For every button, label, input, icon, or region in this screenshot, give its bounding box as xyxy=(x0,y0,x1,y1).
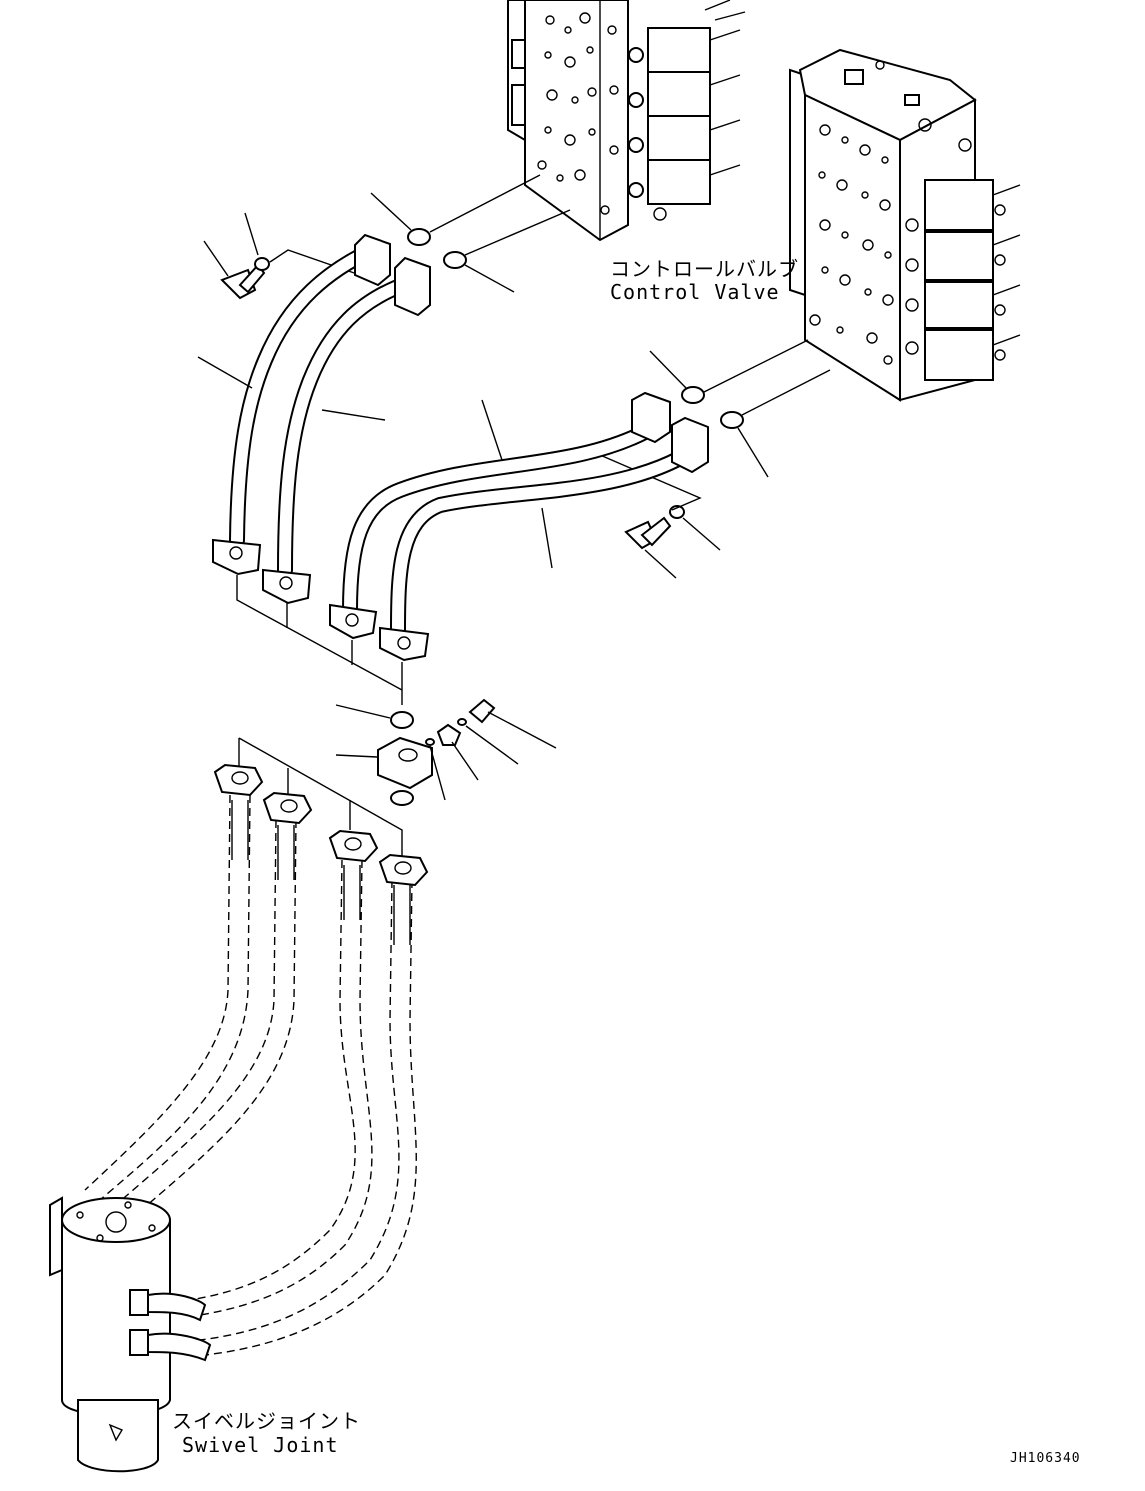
bolt-lower xyxy=(624,516,677,579)
flange-tube-right-top-2 xyxy=(671,416,709,474)
tube-left-2 xyxy=(277,275,416,578)
hose-1 xyxy=(84,794,251,1201)
plug-fitting xyxy=(436,723,479,781)
small-o-ring xyxy=(425,738,446,801)
control-valve-label-en: Control Valve xyxy=(610,280,780,304)
flange-tube-right-top-1 xyxy=(631,391,671,444)
swivel-joint-label-en: Swivel Joint xyxy=(182,1433,339,1457)
hose-4 xyxy=(199,879,417,1356)
flange-tube-left-top-1 xyxy=(354,233,391,287)
tube-right-2 xyxy=(390,450,688,638)
o-ring-lower xyxy=(390,790,414,806)
o-ring-valve-4 xyxy=(720,369,831,478)
hose-3 xyxy=(189,859,373,1316)
hose-flange-3 xyxy=(328,829,379,863)
valve-ports-upper xyxy=(537,12,619,215)
flange-tube-left-top-2 xyxy=(394,256,431,317)
tube-right-1 xyxy=(342,424,653,618)
control-valve-lower xyxy=(789,48,1021,402)
control-valve-upper xyxy=(507,0,746,242)
flange-tube-left-bottom-2 xyxy=(262,568,312,605)
split-flange-block xyxy=(335,736,433,790)
o-ring-valve-3 xyxy=(649,339,809,404)
hose-flange-4 xyxy=(378,853,429,887)
solenoid-stack-upper xyxy=(628,0,746,221)
solenoid-stack-lower xyxy=(924,179,1021,381)
hose-2 xyxy=(109,819,297,1221)
drawing-code: JH106340 xyxy=(1010,1451,1081,1466)
o-ring-valve-2 xyxy=(443,209,571,293)
swivel-joint-label-jp: スイベルジョイント xyxy=(172,1409,361,1433)
swivel-joint xyxy=(49,1196,212,1473)
bolt-upper xyxy=(203,240,266,300)
flange-tube-left-bottom-1 xyxy=(212,538,262,576)
control-valve-label-jp: コントロールバルブ xyxy=(610,257,799,281)
o-ring-valve-1 xyxy=(370,174,541,246)
hose-flange-2 xyxy=(262,791,313,825)
plug-o-ring xyxy=(457,718,519,765)
plug-screw xyxy=(468,698,557,749)
hose-flange-1 xyxy=(213,763,264,797)
tube-left-1 xyxy=(229,242,380,548)
flange-tube-right-bottom-2 xyxy=(379,626,430,662)
flange-tube-right-bottom-1 xyxy=(329,603,378,640)
o-ring-middle xyxy=(335,704,414,729)
valve-ports-lower xyxy=(809,124,972,365)
